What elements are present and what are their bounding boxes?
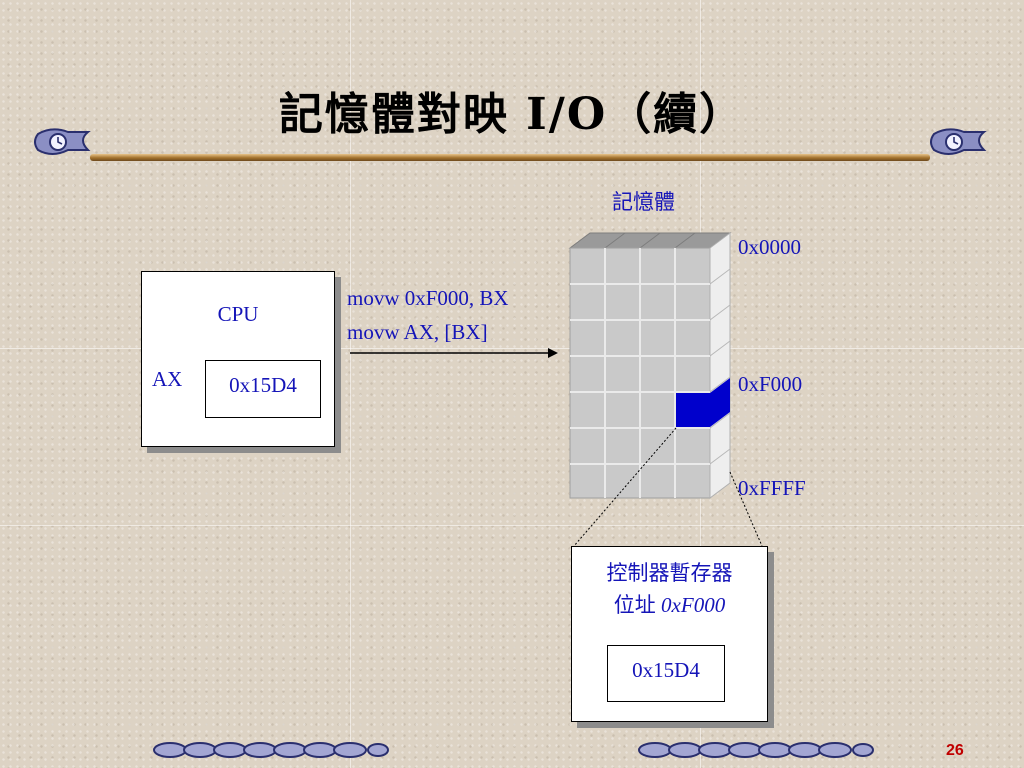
slide-title: 記憶體對映 I/O（續） <box>278 89 746 140</box>
cpu-label: CPU <box>217 302 259 326</box>
address-end: 0xFFFF <box>738 476 806 500</box>
cpu-box: CPU AX 0x15D4 <box>141 271 335 447</box>
instruction-line-1: movw 0xF000, BX <box>347 286 509 310</box>
memory-block <box>568 232 732 499</box>
controller-register-address: 位址 0xF000 <box>572 589 767 619</box>
address-value: 0xF000 <box>661 593 726 617</box>
arrow-icon <box>350 348 558 358</box>
page-number: 26 <box>946 742 964 759</box>
ax-register-label: AX <box>152 367 183 391</box>
title-divider <box>90 154 930 161</box>
address-prefix: 位址 <box>613 593 662 617</box>
scroll-clock-icon <box>930 128 987 155</box>
ax-register-value: 0x15D4 <box>205 360 321 418</box>
dotted-connector <box>573 427 763 547</box>
controller-register-title: 控制器暫存器 <box>606 561 733 585</box>
scroll-clock-icon <box>34 128 91 155</box>
instruction-line-2: movw AX, [BX] <box>347 320 488 344</box>
address-mapped: 0xF000 <box>738 372 803 396</box>
decorative-chain-icon <box>153 742 389 758</box>
background-grid-line <box>0 348 1024 349</box>
controller-register-value: 0x15D4 <box>607 645 725 702</box>
decorative-chain-icon <box>638 742 874 758</box>
controller-register-box: 控制器暫存器 位址 0xF000 0x15D4 <box>571 546 768 722</box>
address-start: 0x0000 <box>738 235 801 259</box>
memory-label: 記憶體 <box>612 190 675 214</box>
background-grid-line <box>350 0 351 768</box>
background-grid-line <box>0 525 1024 526</box>
